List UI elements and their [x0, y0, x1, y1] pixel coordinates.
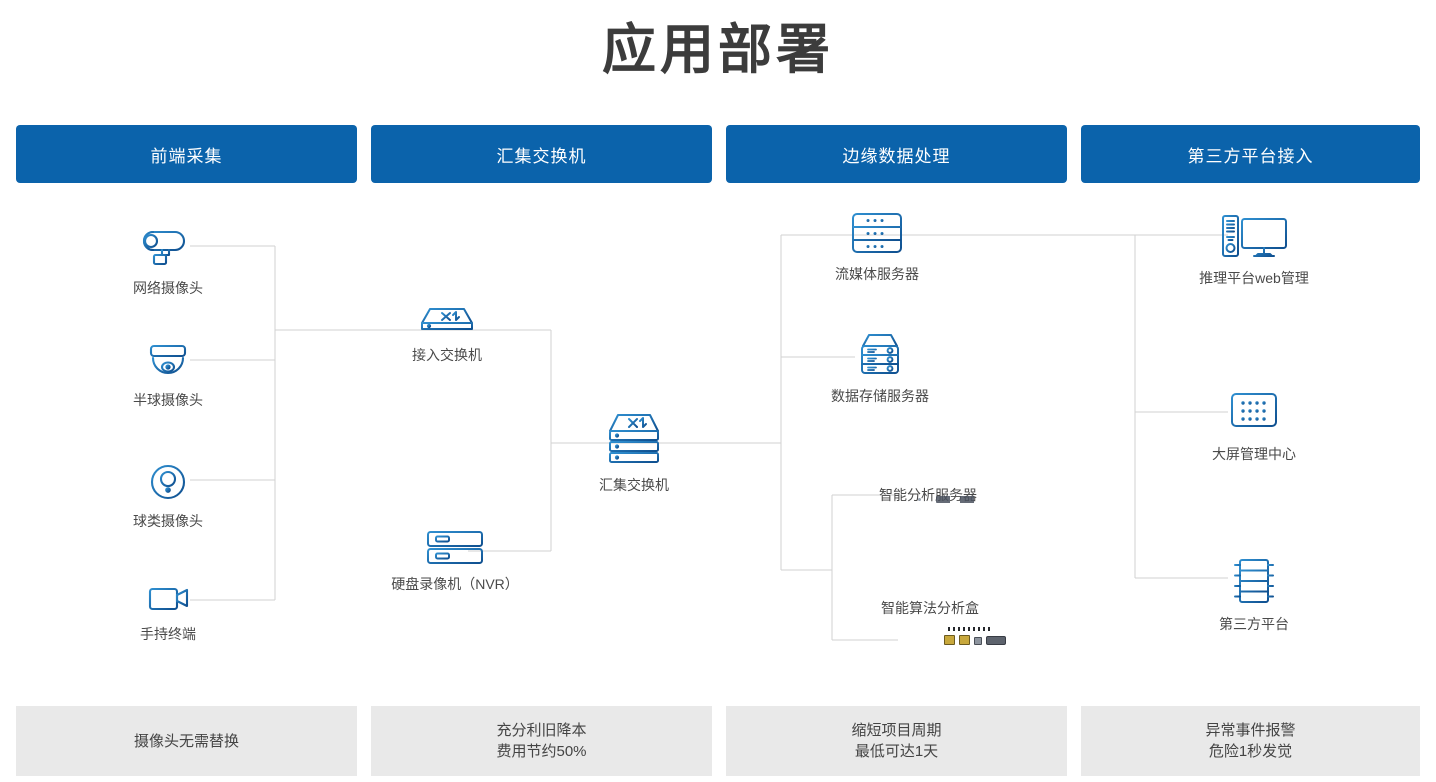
- node-label: 推理平台web管理: [1199, 270, 1309, 286]
- node-network-camera[interactable]: 网络摄像头: [83, 224, 253, 298]
- footer-label: 缩短项目周期 最低可达1天: [851, 722, 942, 760]
- node-label: 数据存储服务器: [831, 388, 929, 404]
- footer-benefit-switch: 充分利旧降本 费用节约50%: [371, 706, 712, 776]
- node-streaming-server[interactable]: 流媒体服务器: [792, 210, 962, 284]
- footer-benefit-platform: 异常事件报警 危险1秒发觉: [1081, 706, 1420, 776]
- page-title: 应用部署: [602, 20, 834, 80]
- node-video-wall-center[interactable]: 大屏管理中心: [1169, 390, 1339, 464]
- node-third-party-platform[interactable]: 第三方平台: [1169, 556, 1339, 634]
- footer-label: 摄像头无需替换: [133, 732, 239, 750]
- footer-label: 异常事件报警 危险1秒发觉: [1205, 722, 1296, 760]
- column-header-third-party-platform[interactable]: 第三方平台接入: [1081, 125, 1420, 183]
- node-label: 网络摄像头: [133, 280, 203, 296]
- handheld-camcorder-icon: [141, 580, 195, 616]
- storage-server-icon: [851, 330, 909, 378]
- footer-benefit-front-end: 摄像头无需替换: [16, 706, 357, 776]
- footer-benefit-edge: 缩短项目周期 最低可达1天: [726, 706, 1067, 776]
- node-inference-web-management[interactable]: 推理平台web管理: [1169, 212, 1339, 288]
- node-access-switch[interactable]: 接入交换机: [362, 303, 532, 365]
- node-aggregation-switch[interactable]: 汇集交换机: [549, 411, 719, 495]
- column-header-aggregation-switch[interactable]: 汇集交换机: [371, 125, 712, 183]
- node-label: 手持终端: [140, 626, 196, 642]
- access-switch-icon: [416, 303, 478, 337]
- node-label: 第三方平台: [1219, 616, 1289, 632]
- node-handheld-terminal[interactable]: 手持终端: [83, 580, 253, 644]
- node-label: 智能算法分析盒: [881, 600, 979, 616]
- dome-camera-icon: [141, 340, 195, 382]
- node-label: 大屏管理中心: [1212, 446, 1296, 462]
- node-label: 流媒体服务器: [835, 266, 919, 282]
- column-header-front-end-collection[interactable]: 前端采集: [16, 125, 357, 183]
- column-header-label: 汇集交换机: [496, 146, 587, 166]
- node-label: 接入交换机: [412, 347, 482, 363]
- node-nvr[interactable]: 硬盘录像机（NVR）: [370, 528, 540, 594]
- third-party-rack-icon: [1223, 556, 1285, 606]
- node-label: 球类摄像头: [133, 513, 203, 529]
- column-header-label: 第三方平台接入: [1187, 146, 1314, 166]
- column-header-edge-data-processing[interactable]: 边缘数据处理: [726, 125, 1067, 183]
- workstation-monitor-icon: [1218, 212, 1290, 260]
- node-storage-server[interactable]: 数据存储服务器: [795, 330, 965, 406]
- node-ptz-camera[interactable]: 球类摄像头: [83, 455, 253, 531]
- column-header-label: 边缘数据处理: [842, 146, 951, 166]
- node-label: 硬盘录像机（NVR）: [391, 576, 519, 592]
- column-header-label: 前端采集: [150, 146, 223, 166]
- footer-label: 充分利旧降本 费用节约50%: [496, 722, 587, 760]
- video-wall-icon: [1226, 390, 1282, 436]
- node-label: 汇集交换机: [599, 477, 669, 493]
- bullet-camera-icon: [141, 224, 195, 270]
- node-dome-camera[interactable]: 半球摄像头: [83, 340, 253, 410]
- streaming-server-icon: [848, 210, 906, 256]
- node-ai-analysis-server[interactable]: 智能分析服务器: [843, 477, 1013, 505]
- node-label: 半球摄像头: [133, 392, 203, 408]
- aggregation-switch-icon: [603, 411, 665, 467]
- node-ai-algorithm-box[interactable]: 智能算法分析盒: [845, 598, 1015, 645]
- ptz-camera-icon: [144, 455, 192, 503]
- nvr-icon: [424, 528, 486, 566]
